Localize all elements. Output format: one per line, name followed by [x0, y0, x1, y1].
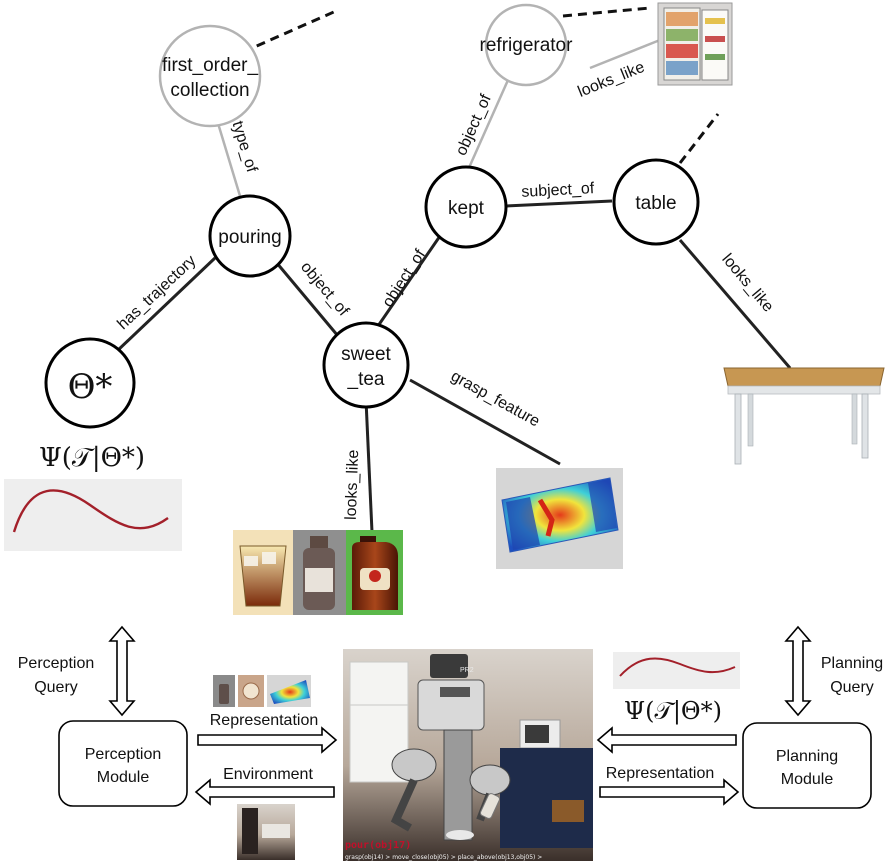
edge-grasp-feature — [409, 378, 561, 466]
planning-module-line1: Planning — [776, 748, 838, 765]
planning-query-line2: Query — [830, 679, 874, 696]
node-label-first-order-line1: first_order_ — [162, 55, 259, 76]
node-theta-star: Θ* — [44, 337, 136, 429]
perception-query-line1: Perception — [18, 655, 95, 672]
psi-formula-right: Ψ(𝒯|Θ*) — [624, 697, 722, 726]
robot-label: PR2 — [460, 667, 474, 674]
node-label-table: table — [635, 193, 676, 214]
perception-module-box: Perception Module — [58, 720, 188, 807]
edge-looks-like-tea — [364, 399, 374, 533]
representation-arrow-right-bottom — [599, 778, 740, 806]
edge-label-looks-like-fridge: looks_like — [576, 59, 648, 101]
edge-label-object-of-kept: object_of — [379, 246, 429, 310]
grasp-feature-image — [496, 468, 623, 569]
node-label-first-order-line2: collection — [170, 80, 249, 101]
sweet-tea-images — [233, 530, 403, 615]
planning-module-line2: Module — [781, 771, 834, 788]
node-sweet-tea: sweet _tea — [322, 321, 410, 409]
edge-dashed-collection — [242, 9, 337, 54]
planning-module-box: Planning Module — [742, 722, 872, 809]
edge-label-grasp-feature: grasp_feature — [448, 368, 543, 431]
node-label-sweet-line1: sweet — [341, 344, 391, 365]
node-label-theta-star: Θ* — [68, 367, 113, 407]
representation-label-left: Representation — [210, 712, 319, 729]
table-image — [723, 367, 885, 465]
representation-arrow-right-top — [596, 726, 737, 754]
edge-labels: type_of object_of looks_like subject_of … — [114, 59, 776, 521]
representation-arrow-left — [197, 726, 338, 754]
node-pouring: pouring — [208, 194, 292, 278]
edge-has-trajectory — [114, 256, 217, 354]
planning-query-line1: Planning — [821, 655, 883, 672]
planning-query-arrow — [784, 625, 812, 717]
edge-label-type-of: type_of — [229, 119, 261, 175]
edge-subject-of — [505, 199, 613, 208]
edge-object-of-fridge — [466, 79, 510, 171]
perception-query-line2: Query — [34, 679, 78, 696]
edge-label-subject-of: subject_of — [521, 180, 595, 201]
graph-edges — [114, 6, 792, 533]
node-label-refrigerator: refrigerator — [480, 35, 574, 56]
environment-label: Environment — [223, 766, 313, 783]
psi-formula-left: Ψ(𝒯|Θ*) — [39, 443, 145, 473]
edge-looks-like-fridge — [589, 38, 661, 70]
node-label-pouring: pouring — [218, 227, 281, 248]
node-table: table — [612, 158, 700, 246]
perception-module-line2: Module — [97, 769, 150, 786]
robot-scene-photo: PR2 pour(obj17) grasp(obj14) > move_clos… — [343, 649, 593, 861]
node-label-kept: kept — [448, 198, 485, 219]
perception-query-arrow — [108, 625, 136, 717]
representation-label-right: Representation — [606, 765, 715, 782]
edge-object-of-kept — [376, 235, 442, 327]
overlay-sequence: grasp(obj14) > move_close(obj05) > place… — [345, 854, 542, 861]
edge-dashed-table — [678, 113, 720, 164]
edge-dashed-refrigerator — [562, 6, 651, 18]
edge-looks-like-table — [678, 239, 792, 369]
node-first-order-collection: first_order_ collection — [158, 24, 262, 128]
edge-label-looks-like-table: looks_like — [718, 251, 776, 316]
edge-label-has-trajectory: has_trajectory — [114, 252, 199, 333]
environment-thumbnail — [237, 804, 295, 860]
representation-thumbnails — [213, 675, 311, 707]
trajectory-panel-right — [613, 652, 740, 689]
edge-object-of-pouring — [274, 261, 340, 337]
overlay-command: pour(obj17) — [345, 839, 411, 851]
node-refrigerator: refrigerator — [480, 3, 574, 87]
refrigerator-image — [657, 2, 733, 86]
perception-module-line1: Perception — [85, 746, 162, 763]
edge-label-object-of-pouring: object_of — [297, 259, 352, 320]
node-label-sweet-line2: _tea — [347, 369, 385, 390]
edge-label-looks-like-tea: looks_like — [343, 449, 362, 520]
environment-arrow-left — [194, 778, 335, 806]
node-kept: kept — [424, 165, 508, 249]
trajectory-panel-left — [4, 479, 182, 551]
